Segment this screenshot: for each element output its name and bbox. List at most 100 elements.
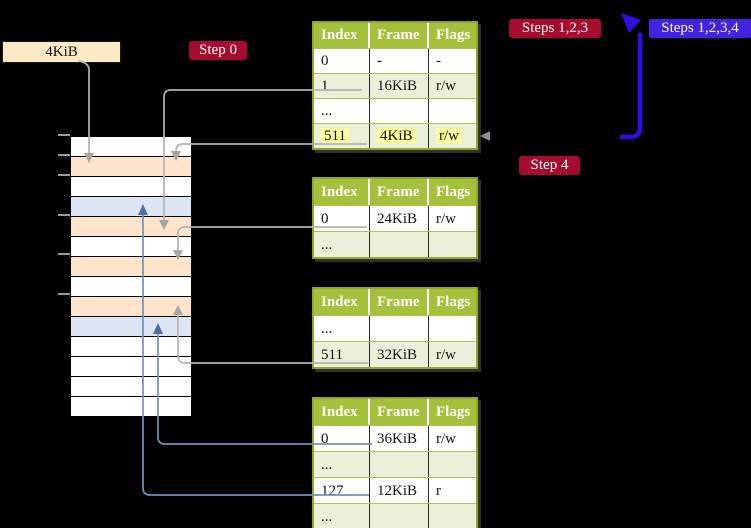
table-cell: 36KiB xyxy=(370,426,429,451)
table-cell: 12KiB xyxy=(370,478,429,503)
memory-row-white xyxy=(71,177,191,197)
table-cell: r xyxy=(436,483,441,499)
step4-label: Step 4 xyxy=(530,157,569,173)
memory-row-white xyxy=(71,397,191,416)
table-row: ... xyxy=(314,503,476,528)
memory-tick xyxy=(58,174,70,176)
header-cell: Flags xyxy=(436,294,471,310)
highlighted-value: 511 xyxy=(321,128,349,144)
memory-row-white xyxy=(71,377,191,397)
table-cell: 0 xyxy=(314,49,370,73)
table-cell: r/w xyxy=(436,347,456,363)
memory-row-peach xyxy=(71,257,191,277)
table-cell: 1 xyxy=(314,74,370,98)
table-cell: 4KiB xyxy=(370,124,429,148)
arrowhead-left-icon xyxy=(480,131,490,141)
header-cell: Flags xyxy=(436,184,471,200)
table-row: ... xyxy=(314,315,476,341)
table-cell: ... xyxy=(314,99,370,123)
table-cell: ... xyxy=(314,452,370,477)
page-size-label-box: 4KiB xyxy=(2,41,121,63)
header-cell: Index xyxy=(314,23,370,48)
memory-tick xyxy=(58,253,70,255)
table-cell xyxy=(370,452,429,477)
table-cell: 16KiB xyxy=(370,74,429,98)
arrowhead-upleft-icon xyxy=(621,13,641,33)
memory-tick xyxy=(58,154,70,156)
header-cell: Index xyxy=(314,179,370,205)
memory-row-peach xyxy=(71,217,191,237)
memory-row-blue xyxy=(71,317,191,337)
memory-strip xyxy=(70,136,192,417)
table-cell: - xyxy=(436,53,441,69)
steps1234-badge: Steps 1,2,3,4 xyxy=(649,19,751,38)
header-cell: Index xyxy=(314,399,370,425)
header-cell: Frame xyxy=(370,179,429,205)
step0-label: Step 0 xyxy=(199,42,237,58)
table-cell: 0 xyxy=(314,426,370,451)
table-cell xyxy=(370,316,429,341)
table-cell xyxy=(370,99,429,123)
header-cell: Frame xyxy=(370,399,429,425)
table-cell: r/w xyxy=(436,78,456,94)
memory-tick xyxy=(58,293,70,295)
table-cell: 127 xyxy=(314,478,370,503)
table-row: 0-- xyxy=(314,48,476,73)
table-cell: r/w xyxy=(429,124,476,148)
step4-badge: Step 4 xyxy=(519,156,580,175)
table-cell: 0 xyxy=(314,206,370,231)
memory-row-white xyxy=(71,237,191,257)
page-size-label: 4KiB xyxy=(45,43,78,60)
table-cell: 24KiB xyxy=(370,206,429,231)
table-cell: ... xyxy=(314,232,370,257)
highlighted-value: r/w xyxy=(436,128,462,144)
memory-row-blue xyxy=(71,197,191,217)
memory-row-peach xyxy=(71,297,191,317)
table-cell xyxy=(429,99,476,123)
table-cell: ... xyxy=(314,504,370,528)
table-cell xyxy=(370,232,429,257)
table-cell: 32KiB xyxy=(370,342,429,367)
header-cell: Frame xyxy=(370,289,429,315)
steps-loop-arrow xyxy=(620,33,643,140)
header-cell: Flags xyxy=(436,27,471,43)
steps123-label: Steps 1,2,3 xyxy=(521,20,589,36)
header-cell: Index xyxy=(314,289,370,315)
memory-row-white xyxy=(71,357,191,377)
memory-row-peach xyxy=(71,157,191,177)
table-cell: ... xyxy=(314,316,370,341)
header-cell: Frame xyxy=(370,23,429,48)
table-cell xyxy=(429,232,476,257)
table-row: ... xyxy=(314,231,476,257)
table-cell: r/w xyxy=(436,211,456,227)
table-row: 511 4KiB r/w xyxy=(314,123,476,148)
highlighted-value: 4KiB xyxy=(377,128,416,144)
table-cell: - xyxy=(370,49,429,73)
table-row: ... xyxy=(314,451,476,477)
steps1234-label: Steps 1,2,3,4 xyxy=(661,20,739,36)
header-cell: Flags xyxy=(436,404,471,420)
table-cell xyxy=(429,452,476,477)
table-cell: 511 xyxy=(314,124,370,148)
table-cell: 511 xyxy=(314,342,370,367)
table-cell xyxy=(429,316,476,341)
memory-tick xyxy=(58,214,70,216)
table-row: ... xyxy=(314,98,476,123)
steps123-badge: Steps 1,2,3 xyxy=(509,19,601,38)
memory-tick xyxy=(58,134,70,136)
memory-row-white xyxy=(71,137,191,157)
table-cell xyxy=(370,504,429,528)
